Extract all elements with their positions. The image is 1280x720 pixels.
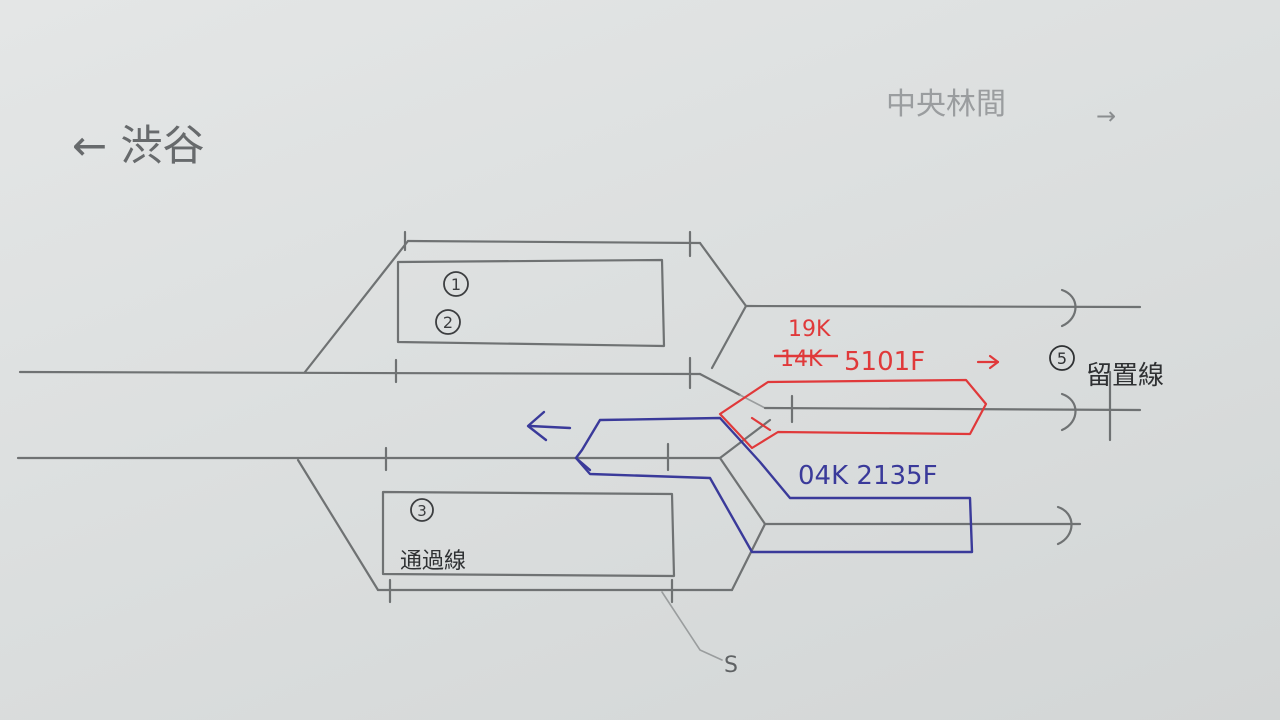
red-train-number: 5101F <box>844 347 925 377</box>
track-number-2-badge: 2 <box>435 309 461 335</box>
red-run-number-old: 14K <box>780 347 823 372</box>
s-mark: S <box>724 653 738 678</box>
passing-track-label: 通過線 <box>400 549 466 574</box>
red-train-route <box>718 378 988 450</box>
main-line-lower <box>16 418 1082 546</box>
svg-text:3: 3 <box>417 502 427 520</box>
track-number-5-badge: 5 <box>1049 345 1075 371</box>
siding-label: 留置線 <box>1086 361 1164 391</box>
shibuya-direction-label: ← 渋谷 <box>72 121 205 170</box>
blue-train-route <box>574 416 974 554</box>
red-run-number-new: 19K <box>788 317 831 342</box>
svg-text:2: 2 <box>443 313 453 332</box>
track-1-line <box>303 230 1142 374</box>
lower-platform <box>381 490 676 578</box>
blue-direction-arrow-icon <box>526 410 572 442</box>
track-3-line <box>296 458 767 661</box>
track-5-siding <box>394 356 1142 442</box>
upper-platform <box>396 258 666 348</box>
main-line-upper <box>18 370 742 397</box>
track-number-1-badge: 1 <box>443 271 469 297</box>
red-direction-arrow-icon <box>976 354 1000 370</box>
svg-text:5: 5 <box>1057 349 1067 368</box>
svg-text:1: 1 <box>451 275 461 294</box>
track-number-3-badge: 3 <box>410 498 434 522</box>
blue-train-label: 04K 2135F <box>798 461 938 491</box>
right-direction-arrow-icon: → <box>1096 102 1116 130</box>
chuo-rinkan-direction-label: 中央林間 <box>886 87 1006 122</box>
